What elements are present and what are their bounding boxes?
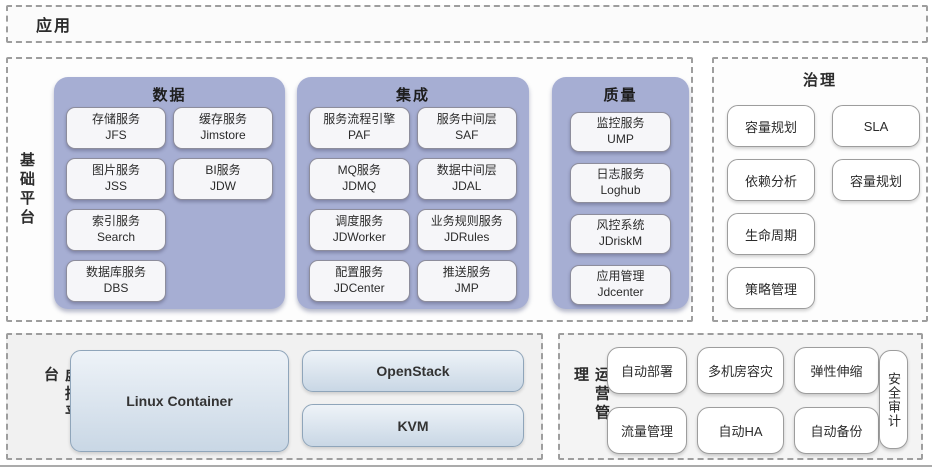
service-code: JDriskM [598, 234, 643, 248]
service-code: PAF [348, 128, 371, 142]
integration-panel-title: 集成 [395, 87, 430, 104]
service-name: 调度服务 [335, 214, 384, 229]
service-box-jss: 图片服务 JSS [66, 158, 166, 200]
integration-panel: 集成 服务流程引擎 PAF 服务中间层 SAF MQ服务 JDMQ 数据中间层 … [297, 77, 529, 309]
service-name: 图片服务 [91, 163, 140, 178]
quality-panel: 质量 监控服务 UMP 日志服务 Loghub 风控系统 JDriskM 应用管… [552, 77, 689, 309]
service-name: 应用管理 [596, 269, 645, 284]
application-label: 应用 [36, 18, 73, 35]
virtual-platform-region: 虚拟平台 Linux Container OpenStack KVM [6, 333, 543, 460]
service-name: 配置服务 [335, 265, 384, 280]
service-box-jdal: 数据中间层 JDAL [416, 158, 517, 200]
ops-item-elastic-scaling: 弹性伸缩 [794, 347, 879, 394]
service-code: Loghub [600, 183, 641, 197]
service-code: JDWorker [332, 230, 386, 244]
service-name: 数据中间层 [436, 163, 497, 178]
virt-item-openstack: OpenStack [302, 350, 524, 392]
service-code: JSS [104, 179, 127, 193]
data-panel: 数据 存储服务 JFS 缓存服务 Jimstore 图片服务 JSS BI服务 … [54, 77, 285, 309]
governance-region: 治理 容量规划 SLA 依赖分析 容量规划 生命周期 策略管理 [712, 57, 928, 322]
ops-management-label: 运营管理 [572, 365, 610, 423]
service-name: 日志服务 [596, 167, 645, 182]
governance-title: 治理 [802, 72, 837, 89]
service-code: SAF [455, 128, 479, 142]
service-name: 风控系统 [596, 218, 645, 233]
service-box-dbs: 数据库服务 DBS [66, 260, 166, 302]
base-platform-label: 基础平台 [18, 151, 35, 228]
governance-grid: 容量规划 SLA 依赖分析 容量规划 生命周期 策略管理 [727, 105, 920, 309]
gov-item-lifecycle: 生命周期 [727, 213, 815, 255]
service-box-saf: 服务中间层 SAF [416, 107, 517, 149]
service-box-ump: 监控服务 UMP [570, 112, 671, 152]
gov-item-sla: SLA [832, 105, 920, 147]
service-code: JDMQ [342, 179, 377, 193]
service-box-jdrules: 业务规则服务 JDRules [416, 209, 517, 251]
ops-item-auto-backup: 自动备份 [794, 407, 879, 454]
gov-item-policy-management: 策略管理 [727, 267, 815, 309]
service-code: UMP [607, 132, 634, 146]
ops-item-traffic-management: 流量管理 [607, 407, 687, 454]
service-code: DBS [103, 281, 129, 295]
bottom-border-line [0, 465, 932, 467]
service-code: JDW [210, 179, 236, 193]
service-box-jdcenter: 配置服务 JDCenter [309, 260, 410, 302]
service-box-jdriskm: 风控系统 JDriskM [570, 214, 671, 254]
gov-item-capacity-planning: 容量规划 [727, 105, 815, 147]
ops-item-auto-deploy: 自动部署 [607, 347, 687, 394]
service-box-jdmq: MQ服务 JDMQ [309, 158, 410, 200]
service-box-search: 索引服务 Search [66, 209, 166, 251]
quality-panel-title: 质量 [603, 87, 638, 104]
virt-item-linux-container: Linux Container [70, 350, 289, 452]
service-code: JDAL [452, 179, 482, 193]
service-code: JDRules [444, 230, 490, 244]
integration-panel-grid: 服务流程引擎 PAF 服务中间层 SAF MQ服务 JDMQ 数据中间层 JDA… [297, 104, 529, 302]
ops-management-grid: 自动部署 多机房容灾 弹性伸缩 流量管理 自动HA 自动备份 [607, 347, 879, 454]
service-box-loghub: 日志服务 Loghub [570, 163, 671, 203]
gov-item-capacity-planning-2: 容量规划 [832, 159, 920, 201]
service-box-paf: 服务流程引擎 PAF [309, 107, 410, 149]
data-panel-title: 数据 [152, 87, 187, 104]
service-box-jdworker: 调度服务 JDWorker [309, 209, 410, 251]
ops-item-auto-ha: 自动HA [697, 407, 784, 454]
service-name: 推送服务 [442, 265, 491, 280]
gov-item-dependency-analysis: 依赖分析 [727, 159, 815, 201]
service-code: JDCenter [333, 281, 385, 295]
service-code: JMP [454, 281, 479, 295]
service-name: 服务中间层 [436, 112, 497, 127]
service-box-jimstore: 缓存服务 Jimstore [173, 107, 273, 149]
service-name: 索引服务 [91, 214, 140, 229]
service-name: 存储服务 [91, 112, 140, 127]
service-name: BI服务 [205, 163, 241, 178]
application-region: 应用 [6, 5, 928, 43]
service-name: MQ服务 [337, 163, 381, 178]
service-name: 缓存服务 [198, 112, 247, 127]
service-name: 数据库服务 [85, 265, 146, 280]
service-box-jfs: 存储服务 JFS [66, 107, 166, 149]
ops-item-multi-dc-dr: 多机房容灾 [697, 347, 784, 394]
service-code: Search [96, 230, 136, 244]
service-code: JFS [105, 128, 127, 142]
quality-panel-grid: 监控服务 UMP 日志服务 Loghub 风控系统 JDriskM 应用管理 J… [552, 104, 689, 305]
service-box-jmp: 推送服务 JMP [416, 260, 517, 302]
service-name: 业务规则服务 [430, 214, 503, 229]
service-code: Jdcenter [597, 285, 644, 299]
service-name: 监控服务 [596, 116, 645, 131]
service-box-jdw: BI服务 JDW [173, 158, 273, 200]
service-box-app-jdcenter: 应用管理 Jdcenter [570, 265, 671, 305]
ops-management-region: 运营管理 自动部署 多机房容灾 弹性伸缩 流量管理 自动HA 自动备份 安全审计 [558, 333, 923, 460]
ops-item-security-audit: 安全审计 [879, 350, 908, 449]
virt-item-kvm: KVM [302, 404, 524, 447]
service-code: Jimstore [200, 128, 246, 142]
base-platform-region: 基础平台 数据 存储服务 JFS 缓存服务 Jimstore 图片服务 JSS … [6, 57, 693, 322]
data-panel-grid: 存储服务 JFS 缓存服务 Jimstore 图片服务 JSS BI服务 JDW… [54, 104, 285, 302]
service-name: 服务流程引擎 [323, 112, 396, 127]
